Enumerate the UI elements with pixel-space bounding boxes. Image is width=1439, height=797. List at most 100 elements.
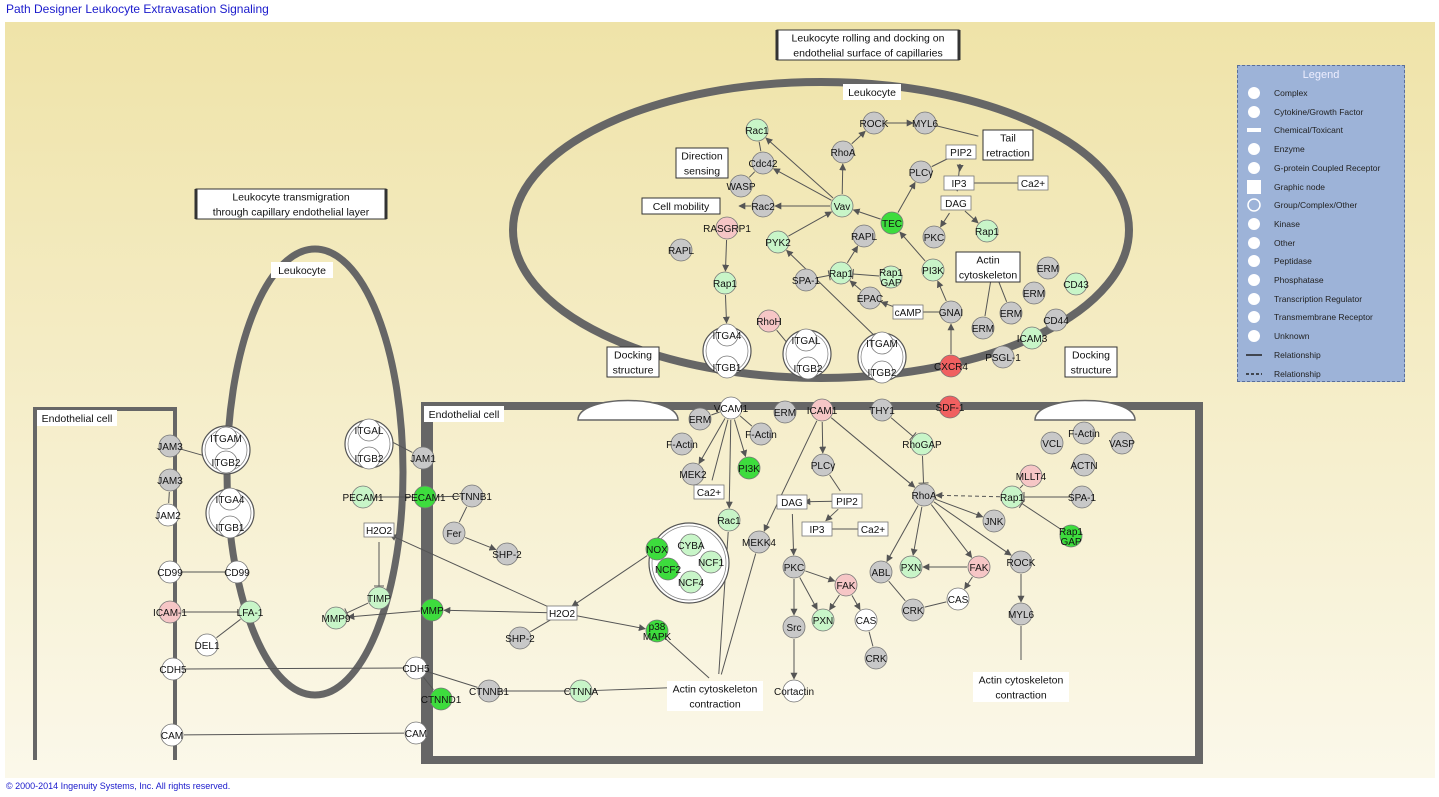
node-erm_t1[interactable]: ERM <box>1036 256 1060 280</box>
node-itgal_l[interactable]: ITGAL <box>355 418 384 442</box>
node-pkc_c[interactable]: PKC <box>782 555 806 579</box>
node-itgb2_l2[interactable]: ITGB2 <box>355 446 384 470</box>
node-spa1_c[interactable]: SPA-1 <box>1068 485 1097 509</box>
node-pkc_t[interactable]: PKC <box>922 225 946 249</box>
node-cd43[interactable]: CD43 <box>1063 272 1089 296</box>
node-jam3_b[interactable]: JAM3 <box>157 468 183 492</box>
node-mek2[interactable]: MEK2 <box>679 462 707 486</box>
node-fak_c1[interactable]: FAK <box>834 573 858 597</box>
node-ctnnb1_c[interactable]: CTNNB1 <box>452 484 492 508</box>
node-vasp[interactable]: VASP <box>1109 431 1135 455</box>
node-rock_t[interactable]: ROCK <box>860 111 889 135</box>
node-cd44[interactable]: CD44 <box>1043 308 1069 332</box>
node-itgb2_t[interactable]: ITGB2 <box>794 356 823 380</box>
node-jam3_a[interactable]: JAM3 <box>157 434 183 458</box>
node-crk_c1[interactable]: CRK <box>901 598 925 622</box>
node-icam1[interactable]: ICAM1 <box>807 398 838 422</box>
node-ca2_c2[interactable]: Ca2+ <box>857 521 889 537</box>
node-ncf4[interactable]: NCF4 <box>678 570 705 594</box>
node-abl[interactable]: ABL <box>869 560 893 584</box>
node-src[interactable]: Src <box>782 615 806 639</box>
node-del1[interactable]: DEL1 <box>194 633 220 657</box>
node-cdh5_l[interactable]: CDH5 <box>159 657 187 681</box>
node-vcl[interactable]: VCL <box>1040 431 1064 455</box>
node-erm_t3[interactable]: ERM <box>999 301 1023 325</box>
node-gnai[interactable]: GNAI <box>939 300 963 324</box>
node-icam1_l[interactable]: ICAM-1 <box>153 600 187 624</box>
node-mllt4[interactable]: MLLT4 <box>1016 464 1047 488</box>
node-rhoh[interactable]: RhoH <box>756 309 782 333</box>
node-dag_c[interactable]: DAG <box>776 494 808 510</box>
node-erm_t2[interactable]: ERM <box>1022 281 1046 305</box>
node-rapl_t1[interactable]: RAPL <box>668 238 695 262</box>
node-cam_c[interactable]: CAM <box>404 721 428 745</box>
node-rap1_t3[interactable]: Rap1 <box>713 271 737 295</box>
node-pi3k_c[interactable]: PI3K <box>737 456 761 480</box>
node-camp[interactable]: cAMP <box>892 304 924 320</box>
node-erm_c2[interactable]: ERM <box>773 400 797 424</box>
node-pxn_c2[interactable]: PXN <box>811 608 835 632</box>
node-nox[interactable]: NOX <box>645 537 669 561</box>
node-fak_c2[interactable]: FAK <box>967 555 991 579</box>
node-rac1_c[interactable]: Rac1 <box>717 508 741 532</box>
node-cas_c1[interactable]: CAS <box>946 587 970 611</box>
node-cd99_a[interactable]: CD99 <box>157 560 183 584</box>
node-itgb1_t[interactable]: ITGB1 <box>713 355 742 379</box>
node-crk_c2[interactable]: CRK <box>864 646 888 670</box>
node-factin_c1[interactable]: F-Actin <box>666 432 698 456</box>
node-erm_t4[interactable]: ERM <box>971 316 995 340</box>
node-erm_c1[interactable]: ERM <box>688 407 712 431</box>
node-itgal_t[interactable]: ITGAL <box>792 328 821 352</box>
node-myl6_c[interactable]: MYL6 <box>1008 602 1035 626</box>
node-rap1_t1[interactable]: Rap1 <box>975 219 999 243</box>
node-plcy_c[interactable]: PLCγ <box>811 453 835 477</box>
node-sdf1[interactable]: SDF-1 <box>936 395 965 419</box>
node-vcam1[interactable]: VCAM1 <box>714 396 749 420</box>
node-dag_t[interactable]: DAG <box>940 195 972 211</box>
node-rhogap[interactable]: RhoGAP <box>902 432 942 456</box>
node-h2o2_c[interactable]: H2O2 <box>546 605 578 621</box>
node-epac[interactable]: EPAC <box>857 286 884 310</box>
node-cdc42[interactable]: Cdc42 <box>749 151 778 175</box>
node-thy1[interactable]: THY1 <box>869 398 895 422</box>
node-timp[interactable]: TIMP <box>367 586 391 610</box>
node-pi3k_t[interactable]: PI3K <box>921 258 945 282</box>
node-pecam1_l[interactable]: PECAM1 <box>342 485 384 509</box>
node-cdh5_c[interactable]: CDH5 <box>402 656 430 680</box>
node-mekk4[interactable]: MEKK4 <box>742 530 776 554</box>
node-jam1[interactable]: JAM1 <box>410 446 436 470</box>
node-pip2_c[interactable]: PIP2 <box>831 493 863 509</box>
node-jnk[interactable]: JNK <box>982 509 1006 533</box>
node-h2o2_l[interactable]: H2O2 <box>363 522 395 538</box>
node-cam_l[interactable]: CAM <box>160 723 184 747</box>
node-icam3[interactable]: ICAM3 <box>1017 326 1048 350</box>
node-rhoa_t[interactable]: RhoA <box>830 140 856 164</box>
node-rac2[interactable]: Rac2 <box>751 194 775 218</box>
node-psgl1[interactable]: PSGL-1 <box>985 345 1021 369</box>
node-mmp9[interactable]: MMP9 <box>322 606 351 630</box>
node-fer[interactable]: Fer <box>442 521 466 545</box>
node-itgb2_l[interactable]: ITGB2 <box>212 450 241 474</box>
node-actn[interactable]: ACTN <box>1070 453 1098 477</box>
node-ctnnd1[interactable]: CTNND1 <box>421 687 462 711</box>
node-rhoa_c[interactable]: RhoA <box>911 483 937 507</box>
node-ncf2[interactable]: NCF2 <box>655 557 682 581</box>
node-itgb1_l[interactable]: ITGB1 <box>216 515 245 539</box>
node-ncf1[interactable]: NCF1 <box>698 550 725 574</box>
node-cortactin[interactable]: Cortactin <box>774 679 814 703</box>
node-cyba[interactable]: CYBA <box>677 533 705 557</box>
node-shp2_c[interactable]: SHP-2 <box>505 626 535 650</box>
node-ip3_c[interactable]: IP3 <box>801 521 833 537</box>
node-ca2_c1[interactable]: Ca2+ <box>693 484 725 500</box>
node-rac1_t[interactable]: Rac1 <box>745 118 769 142</box>
node-cxcr4[interactable]: CXCR4 <box>934 354 968 378</box>
node-cd99_b[interactable]: CD99 <box>224 560 250 584</box>
node-spa1_t[interactable]: SPA-1 <box>792 268 821 292</box>
node-rock_c[interactable]: ROCK <box>1007 550 1036 574</box>
node-pecam1_c[interactable]: PECAM1 <box>404 485 446 509</box>
node-rapl_t2[interactable]: RAPL <box>851 224 878 248</box>
node-itgam_l[interactable]: ITGAM <box>210 426 242 450</box>
